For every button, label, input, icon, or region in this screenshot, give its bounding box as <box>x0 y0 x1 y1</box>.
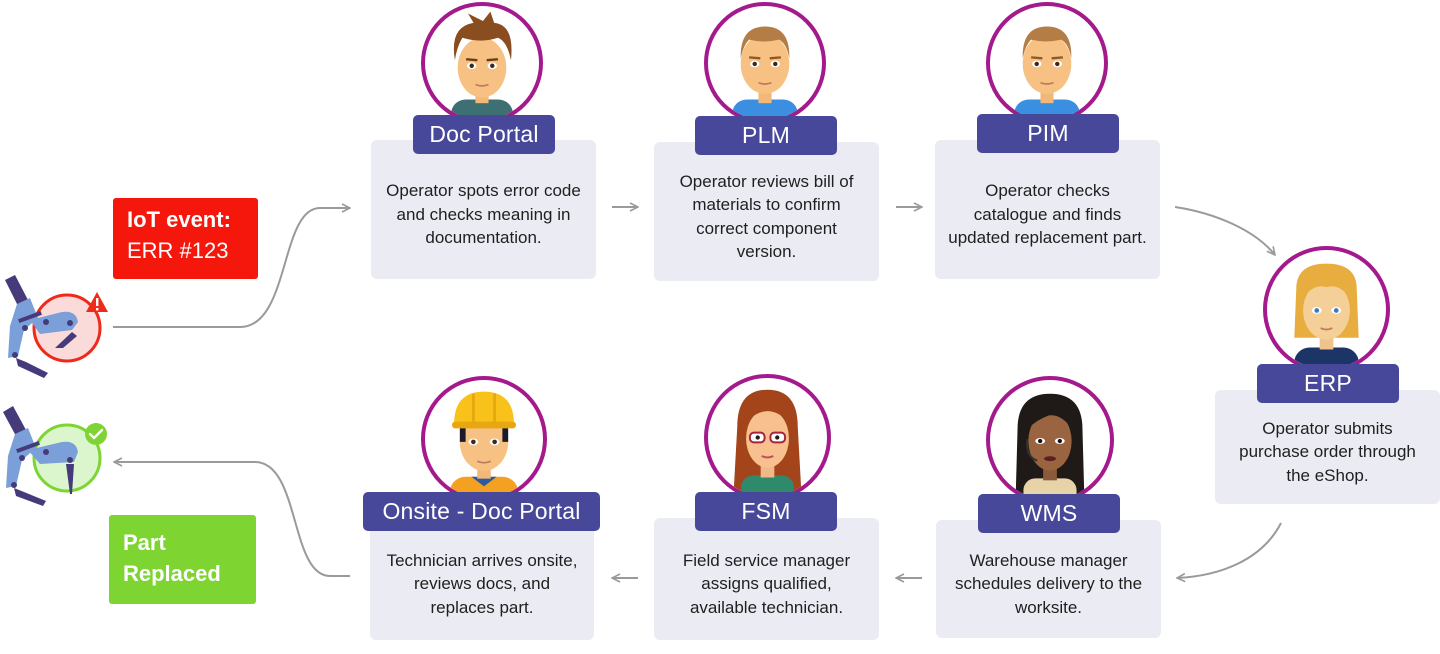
iot-event-label: IoT event: ERR #123 <box>113 198 258 279</box>
badge-plm: PLM <box>695 116 837 155</box>
avatar-wms <box>986 376 1114 504</box>
check-icon <box>85 423 107 445</box>
avatar-fsm <box>704 374 831 501</box>
description-erp: Operator submits purchase order through … <box>1239 418 1416 485</box>
operator-avatar-icon <box>451 11 513 120</box>
avatar-onsite-doc-portal <box>421 376 547 502</box>
warning-icon <box>86 292 108 312</box>
avatar-doc-portal <box>421 2 543 124</box>
operator-avatar-icon <box>1294 263 1359 369</box>
description-plm: Operator reviews bill of materials to co… <box>679 171 854 262</box>
robot-arm-error-icon <box>5 275 108 378</box>
arrow-pim-to-erp <box>1174 206 1275 255</box>
badge-pim: PIM <box>977 114 1119 153</box>
warehouse-manager-avatar-icon <box>1015 393 1085 500</box>
part-replaced-line1: Part <box>123 530 166 555</box>
card-wms: Warehouse manager schedules delivery to … <box>936 520 1161 638</box>
description-pim: Operator checks catalogue and finds upda… <box>948 181 1147 248</box>
badge-onsite-doc-portal: Onsite - Doc Portal <box>363 492 600 531</box>
card-fsm: Field service manager assigns qualified,… <box>654 518 879 640</box>
field-service-manager-avatar-icon <box>733 389 802 497</box>
description-doc-portal: Operator spots error code and checks mea… <box>386 181 581 248</box>
avatar-pim <box>986 2 1108 124</box>
badge-doc-portal: Doc Portal <box>413 115 555 154</box>
badge-fsm: FSM <box>695 492 837 531</box>
arrow-erp-to-wms <box>1177 522 1282 578</box>
part-replaced-line2: Replaced <box>123 561 221 586</box>
description-onsite-doc-portal: Technician arrives onsite, reviews docs,… <box>386 550 578 617</box>
badge-erp: ERP <box>1257 364 1399 403</box>
avatar-plm <box>704 2 826 124</box>
card-onsite-doc-portal: Technician arrives onsite, reviews docs,… <box>370 518 594 640</box>
robot-arm-ok-icon <box>3 406 107 506</box>
badge-wms: WMS <box>978 494 1120 533</box>
iot-event-code: ERR #123 <box>127 238 229 263</box>
card-plm: Operator reviews bill of materials to co… <box>654 142 879 281</box>
connector-robot-to-doc-portal <box>113 208 350 328</box>
connector-onsite-to-robot <box>114 462 350 577</box>
card-erp: Operator submits purchase order through … <box>1215 390 1440 504</box>
operator-avatar-icon <box>732 26 798 120</box>
description-fsm: Field service manager assigns qualified,… <box>682 550 851 617</box>
avatar-erp <box>1263 246 1390 373</box>
card-pim: Operator checks catalogue and finds upda… <box>935 140 1160 279</box>
operator-avatar-icon <box>1014 26 1080 120</box>
description-wms: Warehouse manager schedules delivery to … <box>954 550 1143 617</box>
iot-event-title: IoT event: <box>127 207 231 232</box>
technician-avatar-icon <box>450 391 518 498</box>
part-replaced-label: Part Replaced <box>109 515 256 604</box>
card-doc-portal: Operator spots error code and checks mea… <box>371 140 596 279</box>
